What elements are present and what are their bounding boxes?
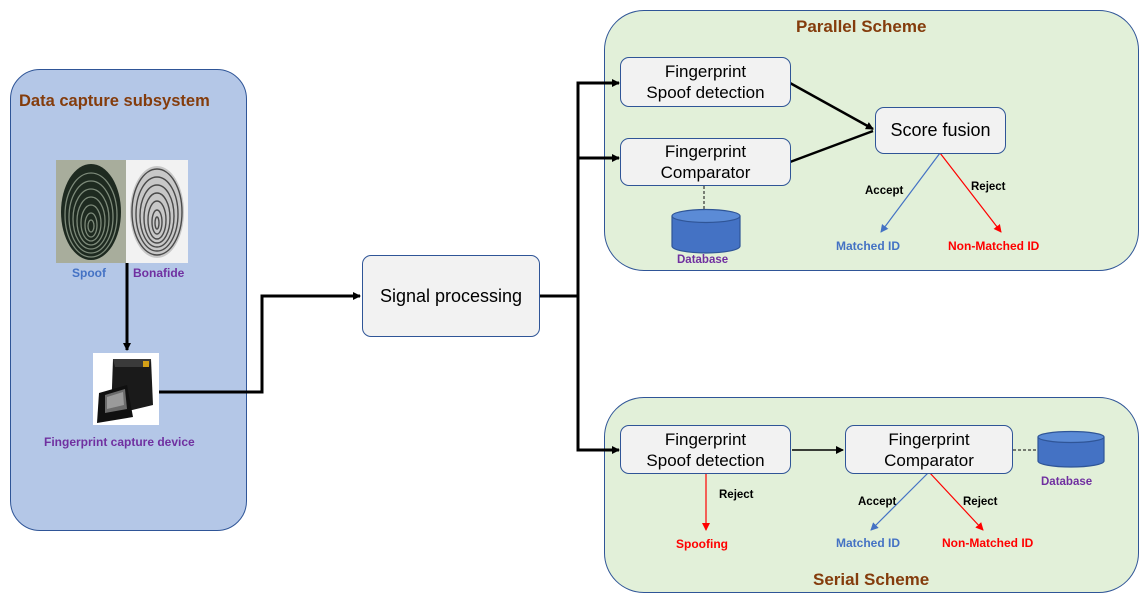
parallel-database-icon [671,208,741,254]
serial-matched-id: Matched ID [836,536,901,550]
spoof-label: Spoof [72,266,106,280]
serial-database-icon [1037,430,1105,468]
serial-non-matched-id: Non-Matched ID [942,536,1034,550]
device-label: Fingerprint capture device [44,435,195,449]
parallel-matched-id: Matched ID [836,239,901,253]
arrow-to-serial-spoof [576,296,620,454]
capture-title: Data capture subsystem [19,92,210,110]
parallel-database-label: Database [677,254,729,266]
serial-spoof-detection-box: Fingerprint Spoof detection [620,425,791,474]
arrow-to-parallel-spoof [576,79,620,296]
arrow-serial-reject [928,471,984,531]
arrow-serial-accept [870,471,930,531]
serial-scheme-title: Serial Scheme [813,570,930,589]
arrow-fusion-reject [939,152,1002,233]
parallel-non-matched-id: Non-Matched ID [948,239,1040,253]
parallel-spoof-detection-box: Fingerprint Spoof detection [620,57,791,107]
score-fusion-box: Score fusion [875,107,1006,154]
fingerprint-capture-device-image [93,353,159,425]
arrow-device-to-signal-processing [158,292,361,394]
serial-comparator-box: Fingerprint Comparator [845,425,1013,474]
serial-database-label: Database [1041,476,1093,488]
parallel-accept-label: Accept [865,185,904,197]
parallel-scheme-title: Parallel Scheme [796,17,927,36]
arrow-comparator-to-fusion [789,129,874,164]
serial-reject-label: Reject [963,496,998,508]
parallel-comparator-box: Fingerprint Comparator [620,138,791,186]
bonafide-label: Bonafide [133,266,185,280]
spoof-fingerprint-image [56,160,126,263]
bonafide-fingerprint-image [126,160,188,263]
arrow-fusion-accept [880,152,941,233]
arrow-spoof-to-fusion [789,81,874,131]
serial-spoof-reject-label: Reject [719,489,754,501]
signal-processing-box: Signal processing [362,255,540,337]
parallel-reject-label: Reject [971,181,1006,193]
serial-spoofing-label: Spoofing [676,537,728,551]
serial-accept-label: Accept [858,496,897,508]
